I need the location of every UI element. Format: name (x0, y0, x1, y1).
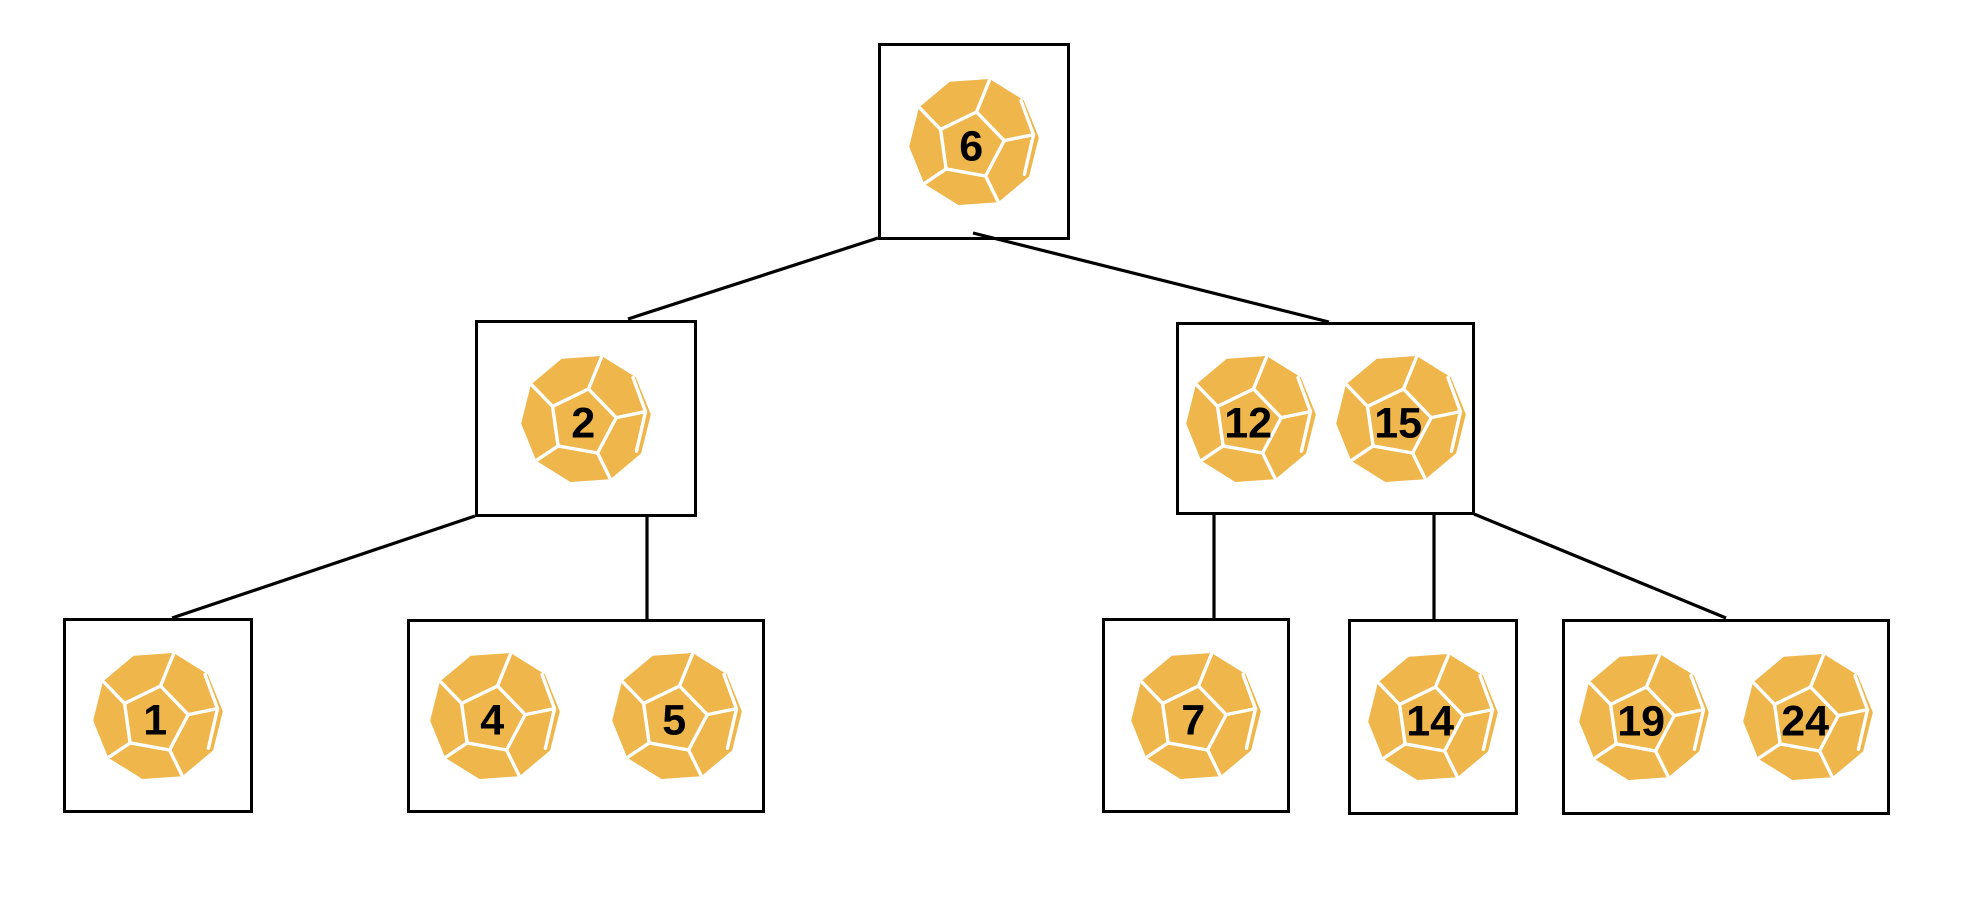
gem-15: 15 (1333, 351, 1469, 487)
gem-12: 12 (1183, 351, 1319, 487)
tree-edge-node-12-15-node-19-24 (1473, 512, 1727, 620)
gem-4: 4 (427, 648, 563, 784)
gem-1: 1 (90, 648, 226, 784)
die-facet-lines (102, 652, 220, 777)
die-number: 24 (1781, 698, 1829, 746)
gem-14: 14 (1365, 649, 1501, 785)
gem-19: 19 (1576, 649, 1712, 785)
tree-edge-node-2-node-1 (171, 514, 476, 620)
node-12-15: 12 15 (1176, 322, 1475, 515)
gem-7: 7 (1128, 648, 1264, 784)
gem-6: 6 (906, 74, 1042, 210)
node-6: 6 (878, 43, 1070, 240)
node-19-24: 19 24 (1562, 619, 1890, 815)
node-2: 2 (475, 320, 697, 517)
die-number: 4 (480, 697, 504, 745)
die-number: 19 (1617, 698, 1665, 746)
die-facet-lines (1377, 653, 1495, 778)
die-facet-lines (1140, 652, 1258, 777)
die-facet-lines (439, 652, 557, 777)
die-facet-lines (1752, 653, 1870, 778)
die-number: 5 (662, 697, 686, 745)
die-facet-lines (918, 78, 1036, 203)
die-facet-lines (1344, 355, 1462, 480)
die-number: 15 (1374, 399, 1422, 447)
gem-5: 5 (609, 648, 745, 784)
die-number: 2 (571, 399, 595, 447)
gem-24: 24 (1740, 649, 1876, 785)
die-number: 1 (143, 696, 167, 744)
node-14: 14 (1348, 619, 1518, 815)
die-number: 7 (1181, 696, 1205, 744)
gem-2: 2 (518, 351, 654, 487)
die-number: 14 (1406, 698, 1454, 746)
node-7: 7 (1102, 618, 1290, 813)
die-facet-lines (530, 355, 648, 480)
die-facet-lines (1194, 355, 1312, 480)
die-facet-lines (1588, 653, 1706, 778)
tree-edge-node-6-node-12-15 (972, 231, 1330, 324)
tree-edge-node-6-node-2 (627, 236, 879, 321)
node-1: 1 (63, 618, 253, 813)
die-number: 12 (1224, 399, 1272, 447)
die-number: 6 (959, 122, 983, 170)
die-facet-lines (621, 652, 739, 777)
node-4-5: 4 5 (407, 619, 765, 813)
